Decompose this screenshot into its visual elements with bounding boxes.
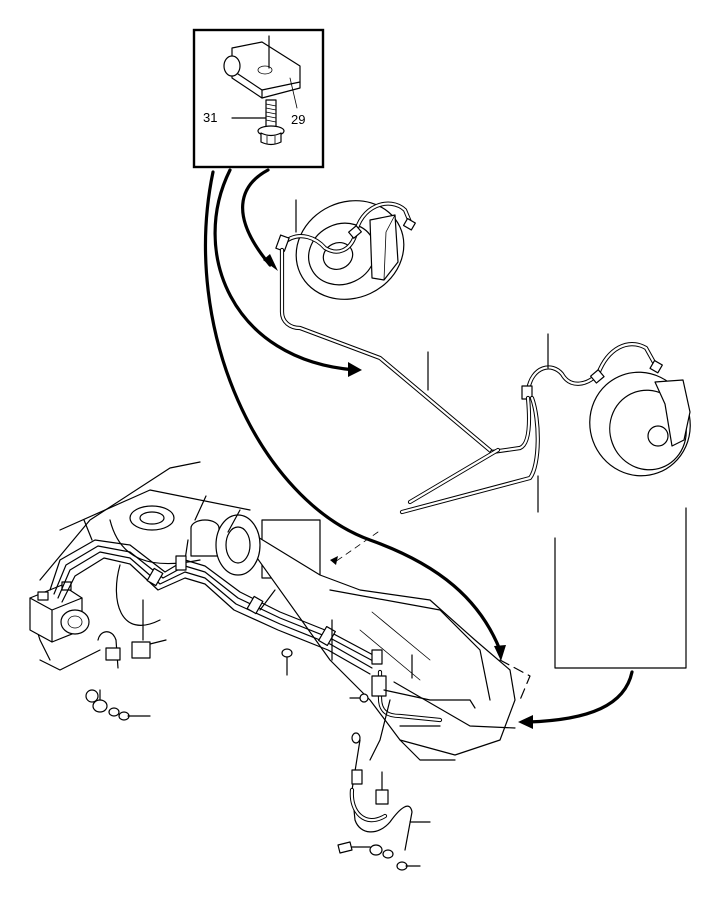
left-hardware: [85, 599, 369, 721]
rear-flex-hose: [337, 732, 431, 871]
abs-module: [29, 581, 90, 643]
callout-29: 29: [291, 112, 305, 127]
brake-disc-upper: [275, 199, 416, 300]
detail-inset: 31 29: [192, 28, 325, 169]
bolt-part-31: [231, 99, 285, 146]
leader-arrows: [203, 168, 634, 729]
chassis-assembly: [29, 461, 531, 761]
rear-junction: [369, 654, 516, 761]
brake-pipes: [279, 247, 540, 565]
bracket-part-29: [223, 35, 301, 109]
callout-31: 31: [203, 110, 217, 125]
pipe-bundle: [49, 519, 383, 675]
reference-frame-large: [554, 507, 687, 669]
brake-disc-lower: [521, 333, 691, 477]
